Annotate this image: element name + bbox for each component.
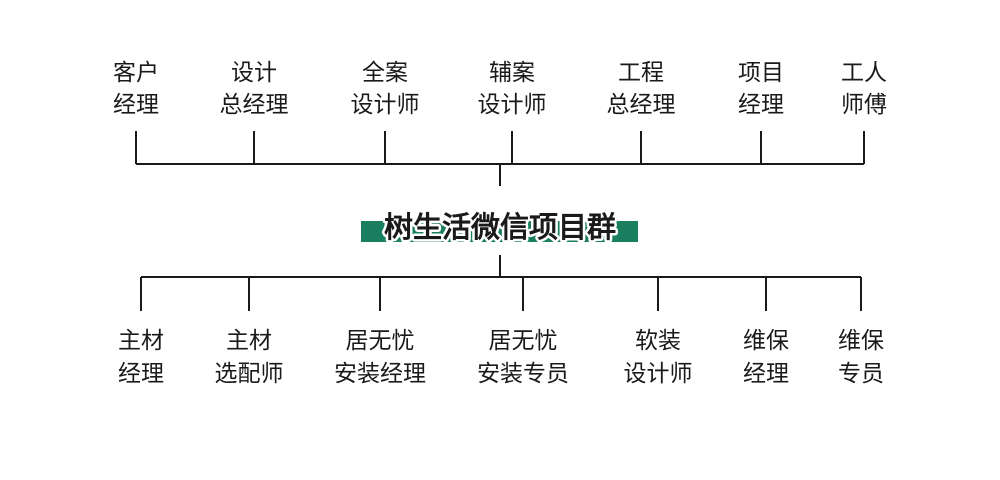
top-role-2-line-1: 设计师 (351, 92, 420, 118)
bottom-role-4-line-0: 软装 (635, 328, 681, 354)
top-role-0-line-1: 经理 (113, 92, 159, 118)
top-role-3-line-1: 设计师 (478, 92, 547, 118)
top-role-5-line-1: 经理 (738, 92, 784, 118)
bottom-role-5-line-0: 维保 (743, 328, 789, 354)
top-role-1-line-0: 设计 (231, 60, 277, 86)
top-role-4-line-1: 总经理 (607, 92, 676, 118)
bottom-role-2-line-0: 居无忧 (346, 328, 415, 354)
bottom-role-0-line-1: 经理 (118, 361, 164, 387)
top-role-0-line-0: 客户 (113, 60, 159, 86)
top-role-1-line-1: 总经理 (220, 92, 289, 118)
top-role-5-line-0: 项目 (738, 60, 784, 86)
bottom-role-3-line-1: 安装专员 (477, 361, 569, 387)
bottom-role-1-line-1: 选配师 (215, 361, 284, 387)
top-role-2-line-0: 全案 (362, 60, 408, 86)
top-role-4-line-0: 工程 (618, 60, 664, 86)
center-group: 树生活微信项目群 (361, 208, 638, 247)
top-role-6-line-1: 师傅 (841, 92, 887, 118)
bottom-role-6-line-1: 专员 (838, 361, 884, 387)
bottom-role-6-line-0: 维保 (838, 328, 884, 354)
bottom-role-5-line-1: 经理 (743, 361, 789, 387)
bottom-role-1-line-0: 主材 (226, 328, 272, 354)
center-highlight-band (361, 221, 638, 242)
bottom-role-4-line-1: 设计师 (624, 361, 693, 387)
bottom-role-0-line-0: 主材 (118, 328, 164, 354)
bottom-role-2-line-1: 安装经理 (334, 361, 426, 387)
bottom-role-3-line-0: 居无忧 (489, 328, 558, 354)
center-title: 树生活微信项目群 (384, 210, 616, 244)
top-role-6-line-0: 工人 (841, 60, 887, 86)
top-role-3-line-0: 辅案 (489, 60, 535, 86)
